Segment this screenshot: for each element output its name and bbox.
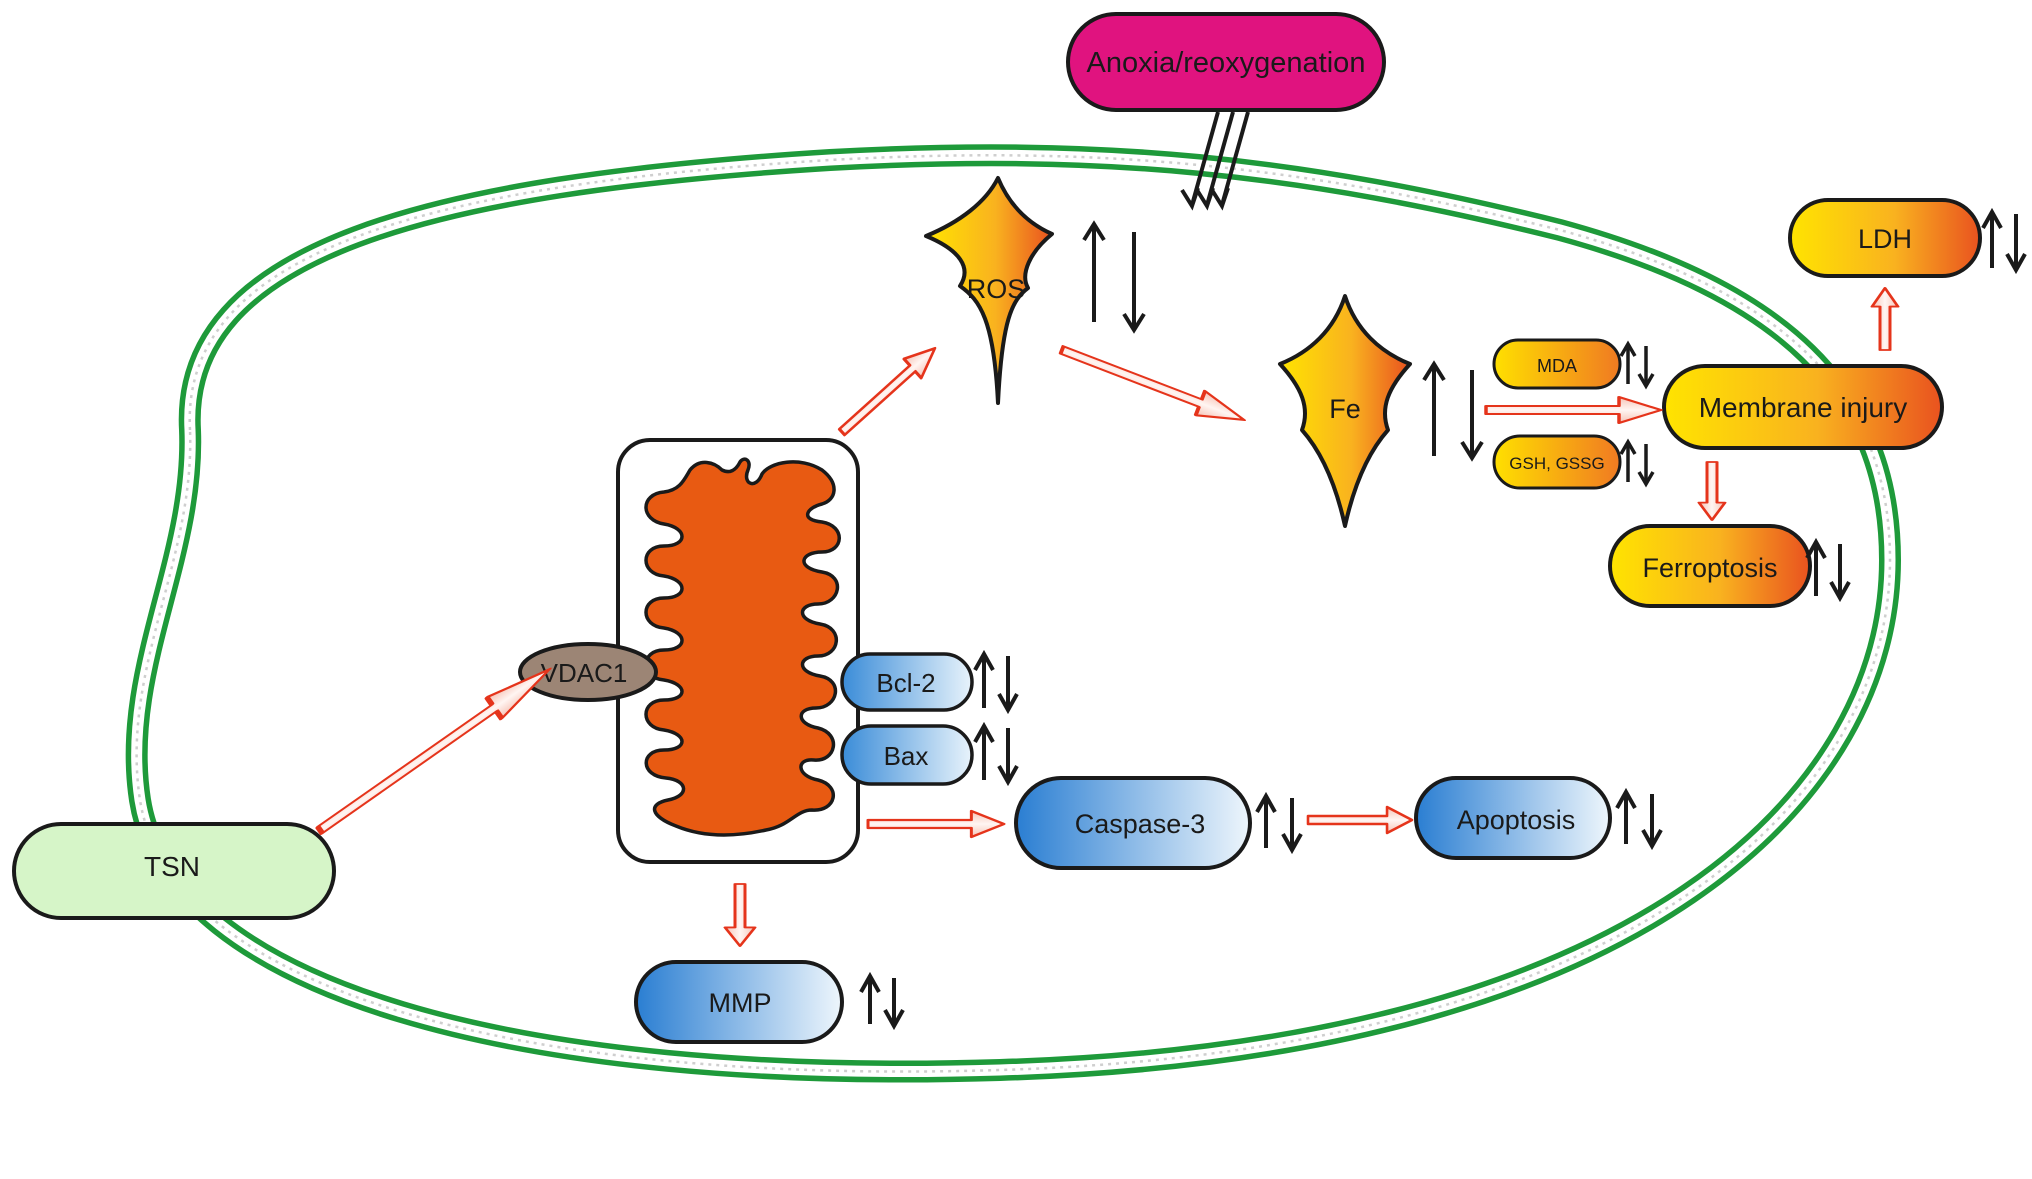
bax-updown-icon	[973, 721, 1019, 787]
tsn-node: TSN	[12, 822, 336, 920]
mda-node: MDA	[1492, 338, 1622, 390]
arrow-mito-to-mmp	[723, 883, 757, 947]
ros-updown-icon	[1082, 220, 1146, 334]
caspase3-label: Caspase-3	[1075, 809, 1206, 839]
gsh-updown-icon	[1619, 438, 1655, 488]
mda-updown-icon	[1619, 340, 1655, 390]
stimulus-node: Anoxia/reoxygenation	[1066, 12, 1386, 112]
bcl2-updown-icon	[973, 649, 1019, 715]
apoptosis-node: Apoptosis	[1414, 776, 1612, 860]
bax-node: Bax	[840, 724, 974, 786]
mmp-node: MMP	[634, 960, 844, 1044]
ferroptosis-label: Ferroptosis	[1642, 553, 1777, 583]
ros-label: ROS	[967, 274, 1026, 304]
ldh-label: LDH	[1858, 224, 1912, 254]
arrow-fe-to-membrane	[1484, 396, 1663, 424]
arrow-membrane-to-ferroptosis	[1697, 461, 1727, 521]
mda-label: MDA	[1537, 356, 1577, 376]
fe-node: Fe	[1278, 294, 1412, 528]
arrow-mito-to-caspase3	[866, 809, 1006, 839]
membrane-injury-node: Membrane injury	[1662, 364, 1944, 450]
membrane-injury-label: Membrane injury	[1699, 392, 1908, 423]
ldh-updown-icon	[1981, 207, 2027, 275]
ferroptosis-updown-icon	[1805, 537, 1851, 603]
arrow-ros-to-fe	[1058, 345, 1246, 422]
arrow-mito-to-ros	[837, 346, 937, 437]
ldh-node: LDH	[1788, 198, 1982, 278]
fe-label: Fe	[1329, 394, 1361, 424]
vdac1-node: VDAC1	[518, 642, 658, 702]
caspase3-node: Caspase-3	[1014, 776, 1252, 870]
mmp-updown-icon	[859, 971, 905, 1031]
arrow-tsn-to-vdac1	[315, 667, 552, 836]
fe-updown-icon	[1422, 360, 1484, 462]
bcl2-node: Bcl-2	[840, 652, 974, 712]
gsh-node: GSH, GSSG	[1492, 434, 1622, 490]
mitochondrion	[616, 438, 860, 864]
apoptosis-updown-icon	[1615, 787, 1663, 851]
gsh-label: GSH, GSSG	[1509, 454, 1604, 473]
stimulus-label: Anoxia/reoxygenation	[1087, 47, 1366, 79]
ferroptosis-node: Ferroptosis	[1608, 524, 1812, 608]
triple-down-arrows-icon	[1180, 111, 1250, 211]
caspase3-updown-icon	[1255, 791, 1303, 855]
arrow-caspase3-to-apoptosis	[1306, 805, 1414, 835]
mmp-label: MMP	[709, 988, 772, 1018]
bcl2-label: Bcl-2	[876, 668, 935, 698]
arrow-membrane-to-ldh	[1870, 287, 1900, 351]
ros-node: ROS	[924, 176, 1054, 405]
apoptosis-label: Apoptosis	[1457, 805, 1576, 835]
tsn-label: TSN	[144, 851, 200, 882]
vdac1-label: VDAC1	[541, 658, 628, 688]
bax-label: Bax	[884, 741, 929, 771]
